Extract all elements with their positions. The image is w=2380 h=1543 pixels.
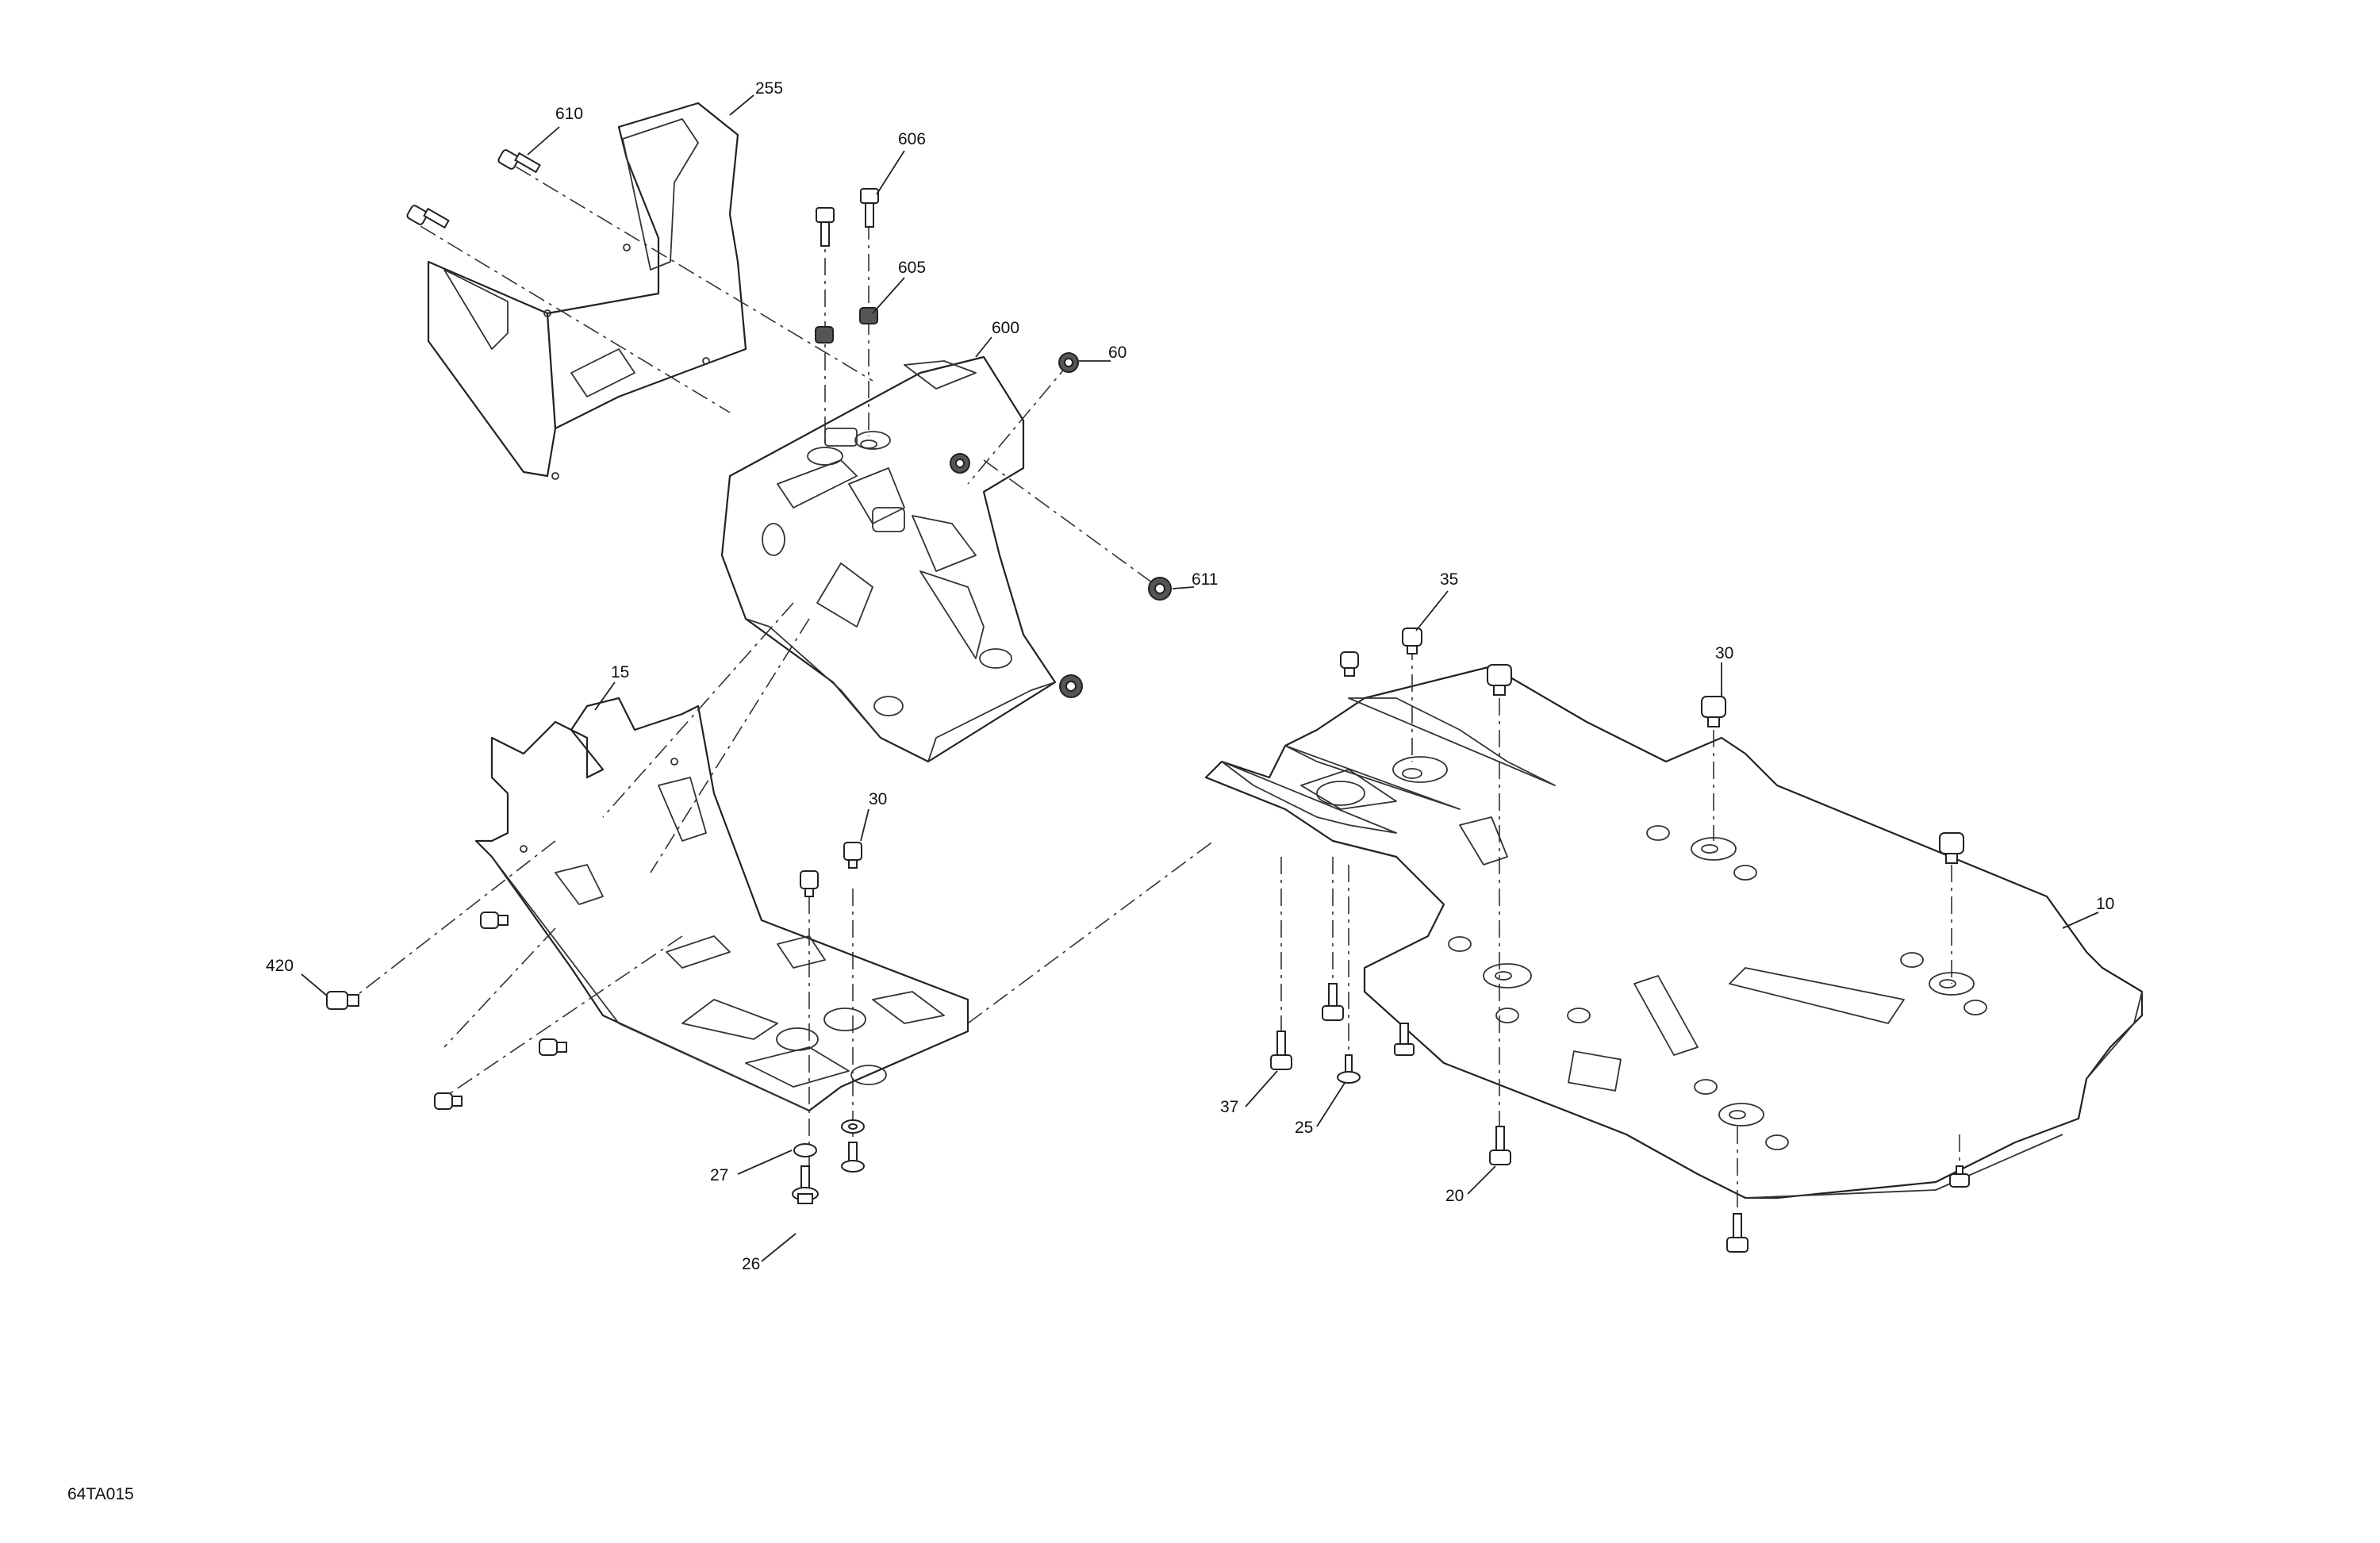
bolt-37-b[interactable] — [1322, 983, 1344, 1021]
callout-37: 37 — [1220, 1098, 1238, 1116]
bolt-20-b[interactable] — [1726, 1213, 1749, 1253]
callout-26: 26 — [742, 1255, 760, 1273]
bolt-20-a[interactable] — [1489, 1126, 1511, 1165]
callout-605: 605 — [898, 259, 926, 277]
washer-27-b[interactable] — [841, 1119, 865, 1134]
callout-25: 25 — [1295, 1119, 1313, 1137]
callout-30-front: 30 — [869, 790, 887, 808]
callout-10: 10 — [2096, 895, 2114, 913]
bolt-20-c[interactable] — [1949, 1165, 1970, 1188]
callout-611: 611 — [1192, 570, 1218, 589]
bolt-610-a[interactable] — [497, 149, 541, 174]
part-255-rear-guard[interactable] — [427, 102, 747, 480]
callout-420: 420 — [266, 957, 294, 975]
callout-606: 606 — [898, 130, 926, 148]
fasteners — [326, 149, 1970, 1253]
bolt-25-b[interactable] — [1394, 1023, 1415, 1056]
nut-605-b[interactable] — [815, 326, 834, 344]
nut-611-b[interactable] — [1059, 674, 1083, 698]
nut-60-b[interactable] — [950, 453, 970, 474]
callout-27: 27 — [710, 1166, 728, 1184]
callout-15: 15 — [611, 663, 629, 681]
callout-labels: 610 255 606 605 600 60 611 15 30 420 27 … — [266, 79, 2114, 1273]
bolt-26-b[interactable] — [841, 1142, 865, 1173]
callout-20: 20 — [1445, 1187, 1464, 1205]
nut-30-main-b[interactable] — [1701, 696, 1726, 727]
figure-code: 64TA015 — [67, 1485, 134, 1503]
bolt-420-b[interactable] — [480, 912, 509, 929]
bolt-606-b[interactable] — [816, 207, 835, 247]
nut-30-front-b[interactable] — [800, 870, 819, 897]
nut-60[interactable] — [1058, 352, 1079, 373]
callout-30-main: 30 — [1715, 644, 1733, 662]
bolt-37-a[interactable] — [1270, 1031, 1292, 1070]
bolt-420-a[interactable] — [326, 991, 359, 1010]
part-15-front-skid-plate[interactable] — [474, 697, 969, 1112]
bolt-420-c[interactable] — [539, 1038, 567, 1056]
callout-610: 610 — [555, 105, 583, 123]
callout-35: 35 — [1440, 570, 1458, 589]
callout-600: 600 — [992, 319, 1019, 337]
nut-35[interactable] — [1402, 628, 1422, 654]
nut-35-b[interactable] — [1340, 651, 1359, 677]
callout-255: 255 — [755, 79, 783, 98]
nut-30-main-a[interactable] — [1487, 664, 1512, 696]
bolt-606-a[interactable] — [860, 188, 879, 228]
nut-30-main-c[interactable] — [1939, 832, 1964, 864]
bolt-610-b[interactable] — [406, 205, 450, 229]
bolt-420-d[interactable] — [434, 1092, 463, 1110]
callout-leaders — [301, 94, 2099, 1262]
nut-605-a[interactable] — [859, 307, 878, 324]
bolt-26-a[interactable] — [792, 1165, 819, 1204]
assembly-centerlines — [340, 166, 1960, 1214]
callout-60: 60 — [1108, 344, 1127, 362]
part-10-main-skid-plate[interactable] — [1204, 665, 2144, 1199]
nut-30-front-a[interactable] — [843, 842, 862, 869]
bolt-25-a[interactable] — [1337, 1054, 1361, 1084]
nut-611[interactable] — [1148, 577, 1172, 601]
washer-27-a[interactable] — [793, 1143, 817, 1157]
part-600-center-bracket[interactable] — [720, 355, 1057, 763]
